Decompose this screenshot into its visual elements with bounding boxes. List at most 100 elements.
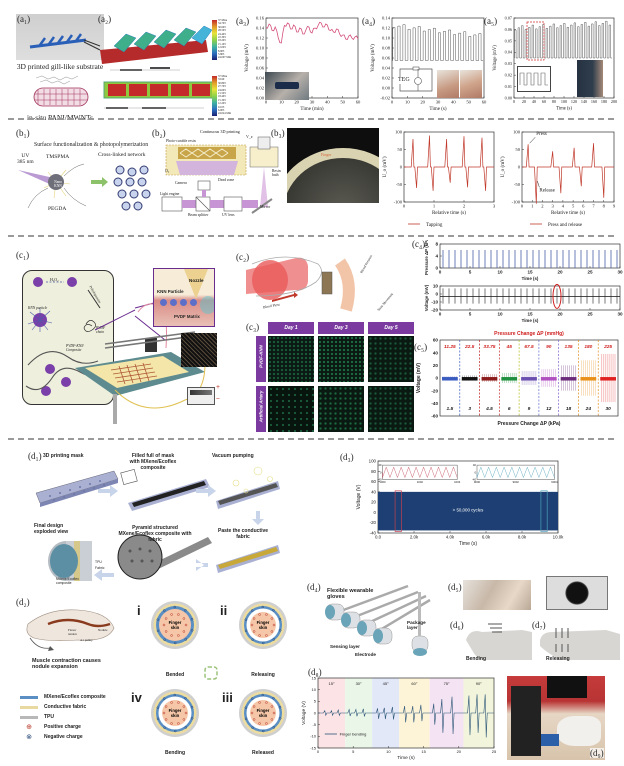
positive-charge-icon <box>170 722 173 725</box>
d3-ytick-label: 20 <box>371 500 376 505</box>
negative-charge-icon <box>163 726 166 729</box>
panel-label-b3: (b₃) <box>271 128 285 138</box>
negative-charge-icon <box>173 693 176 697</box>
a5-ytick-label: 0.05 <box>505 38 512 43</box>
power-display <box>190 390 212 395</box>
positive-charge-icon <box>265 722 268 725</box>
monitor <box>547 676 587 698</box>
a3-voltage-line <box>266 21 359 44</box>
d3-ytick-label: 40 <box>371 489 376 494</box>
arrow-left-icon-2 <box>94 569 114 581</box>
b2-uv-lens: UV lens <box>222 213 235 217</box>
a4-circuit-inset: TEG <box>396 63 436 95</box>
positive-charge-icon <box>270 705 274 708</box>
c5-mmhg-label: 33.75 <box>483 344 495 350</box>
c5-kpa-label: 4.5 <box>485 406 493 412</box>
b3-release-arrow <box>537 180 540 188</box>
d8-xtick-label: 25 <box>492 749 497 754</box>
panel-label-a1: (a₁) <box>17 14 31 24</box>
negative-charge-icon <box>261 605 264 609</box>
d3-ylabel: Voltage (V) <box>356 484 362 509</box>
a4-xtick-label: 60 <box>482 100 487 105</box>
c1-sample-photo <box>181 333 217 367</box>
b3_right-xtick-label: 1 <box>531 204 534 209</box>
a5-xtick-label: 200 <box>611 99 617 104</box>
positive-charge-icon <box>164 718 168 721</box>
negative-charge-icon <box>250 697 254 700</box>
positive-charge-icon <box>258 613 261 616</box>
finger-skin-label-2: skin <box>171 713 180 718</box>
b3_right-ytick-label: 100 <box>513 130 521 135</box>
negative-charge-icon <box>251 726 254 729</box>
positive-charge-icon <box>182 718 186 721</box>
pani-mwnt-icon <box>33 75 89 107</box>
c5-voltage-band <box>580 377 597 381</box>
finger-skin <box>162 700 188 726</box>
d1-step4: Paste the conductive fabric <box>218 528 269 540</box>
positive-charge-icon <box>177 722 180 725</box>
b3_right-xtick-label: 2 <box>541 204 544 209</box>
c1-power-supply <box>187 387 215 405</box>
d3-xtick-label: 0.0 <box>375 534 382 539</box>
a1-caption-bottom: in-situ PANI/MWNTs <box>26 113 94 122</box>
a3-xtick-label: 0 <box>265 100 268 105</box>
c5-kpa-label: 30 <box>605 406 611 412</box>
c4_pressure-xtick-label: 30 <box>617 270 623 275</box>
a3-xtick-label: 10 <box>279 100 284 105</box>
b3_right-ytick-label: -100 <box>512 200 521 205</box>
c5-voltage-band <box>560 377 577 381</box>
a4-ytick-label: 0.02 <box>382 76 391 81</box>
a5-voltage-wave <box>514 20 612 59</box>
d3-inset-left-xtick-label: 1000 <box>379 480 386 484</box>
negative-charge-icon <box>190 717 194 720</box>
d8-angle-label: 15° <box>329 681 335 686</box>
c5-voltage-band <box>442 377 458 381</box>
b2-resin: Photo-curable resin <box>166 139 196 143</box>
d2-num-iii: iii <box>222 690 233 705</box>
positive-charge-icon <box>250 711 254 715</box>
legend-item-fabric: Conductive fabric <box>20 702 120 712</box>
b3_left-xtick-label: 3 <box>493 204 496 209</box>
negative-charge-icon <box>162 697 166 700</box>
a5-xtick-label: 80 <box>552 99 556 104</box>
finger-skin <box>250 700 276 726</box>
b3_right-xtick-label: 5 <box>572 204 575 209</box>
positive-charge-icon <box>252 718 256 721</box>
d8-angle-label: 90° <box>476 681 482 686</box>
b2-light-engine: Light engine <box>160 192 180 196</box>
b3-press-annotation: Press <box>536 132 547 137</box>
d3-xtick-label: 2.0k <box>410 534 419 539</box>
d3-ytick-label: 60 <box>371 479 376 484</box>
b2-dead-zone: Dead zone <box>218 178 235 182</box>
c5-kpa-label: 3 <box>468 406 471 412</box>
fabric-swatch <box>20 705 38 709</box>
negative-charge-icon: ⊗ <box>26 733 32 741</box>
c4_pressure-ytick-label: 8 <box>435 242 438 247</box>
a5-ylabel: Voltage (mV) <box>493 45 498 71</box>
c4_voltage-xtick-label: 5 <box>469 312 472 317</box>
d8-voltage-line <box>318 694 494 738</box>
finger-skin-label: Finger <box>169 708 182 713</box>
b2-vz: V_z <box>246 134 253 139</box>
panel-label-c3: (c₃) <box>246 322 260 332</box>
negative-charge-icon <box>190 629 194 632</box>
c4_voltage-ytick-label: -20 <box>431 308 438 313</box>
c5-voltage-band <box>461 377 478 381</box>
a3-ytick-label: 0.12 <box>256 36 265 41</box>
d3-inset-right-ytick-label: 0 <box>474 470 476 474</box>
c4_pressure-xtick-label: 0 <box>439 270 442 275</box>
panel-label-a5: (a₅) <box>484 16 498 26</box>
d2-pulley: A1 pulley <box>80 638 93 642</box>
separator-b-c <box>8 235 614 237</box>
d8-angle-label: 75° <box>444 681 450 686</box>
d3-xtick-label: 6.0k <box>482 534 491 539</box>
c4_voltage-ytick-label: -10 <box>431 300 438 305</box>
d2-legend: MXene/Ecoflex composite Conductive fabri… <box>20 692 120 742</box>
b3_left-xtick-label: 0 <box>403 204 406 209</box>
a4-ytick-label: 0.14 <box>382 16 391 21</box>
